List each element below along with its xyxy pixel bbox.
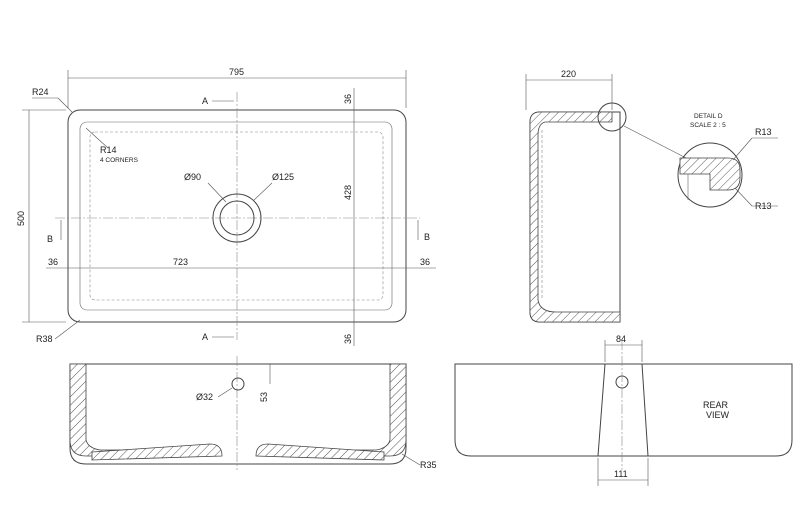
front-section-bottom-left xyxy=(91,443,223,461)
front-section-view: Ø32 53 R35 xyxy=(69,356,437,470)
side-section-hatched-wall xyxy=(529,111,621,323)
overall-width-label: 795 xyxy=(229,67,244,77)
detail-callout-connector xyxy=(623,125,691,161)
rear-view-title-line1: REAR xyxy=(703,400,729,410)
front-section-right-wall xyxy=(355,363,407,457)
overall-height-label: 500 xyxy=(16,211,26,226)
front-section-left-wall xyxy=(69,363,121,457)
corner-radius-bottom-left-label: R38 xyxy=(36,334,53,344)
section-a-top-label: A xyxy=(202,96,208,106)
base-radius-leader xyxy=(401,453,421,466)
front-section-bottom-right xyxy=(255,443,385,461)
inner-corner-leader xyxy=(85,127,109,149)
rim-left-label: 36 xyxy=(48,257,58,267)
depth-label: 220 xyxy=(561,69,576,79)
rim-bottom-label: 36 xyxy=(343,334,353,344)
rim-right-label: 36 xyxy=(420,257,430,267)
detail-d-scale: SCALE 2 : 5 xyxy=(690,122,726,129)
detail-d-hatched-profile xyxy=(679,157,741,191)
detail-radius-bottom-leader-2 xyxy=(734,187,753,207)
rear-view-title-line2: VIEW xyxy=(706,410,730,420)
overflow-offset-label: 53 xyxy=(259,392,269,402)
overflow-diameter-leader xyxy=(217,387,233,398)
waste-hole-leader xyxy=(207,182,227,203)
detail-d-title: DETAIL D xyxy=(694,113,723,120)
top-view-hidden-bowl xyxy=(89,131,384,301)
inner-height-label: 428 xyxy=(343,185,353,200)
corner-radius-top-left-leader-2 xyxy=(57,97,73,113)
corner-radius-top-left-label: R24 xyxy=(32,87,49,97)
rim-top-label: 36 xyxy=(343,94,353,104)
inner-width-label: 723 xyxy=(173,257,188,267)
slot-top-width-label: 84 xyxy=(616,334,626,344)
side-section-view: 220 DETAIL D SCALE 2 : 5 R13 R13 xyxy=(525,69,778,323)
section-b-right-label: B xyxy=(424,232,430,242)
slot-bottom-width-label: 111 xyxy=(614,469,628,479)
side-section-outer xyxy=(529,111,621,323)
waste-recess-circle xyxy=(212,193,262,243)
waste-hole-circle xyxy=(219,200,255,236)
inner-corner-radius-label: R14 xyxy=(100,145,117,155)
waste-recess-leader xyxy=(253,182,273,201)
detail-d-circle xyxy=(677,142,743,208)
section-a-bottom-label: A xyxy=(202,332,208,342)
rear-view: 84 111 REAR VIEW xyxy=(454,334,793,486)
base-radius-label: R35 xyxy=(420,460,437,470)
detail-callout-circle xyxy=(597,102,627,132)
corner-radius-bottom-left-leader xyxy=(54,319,81,340)
inner-corner-note: 4 CORNERS xyxy=(100,157,139,164)
top-view-inner-rim xyxy=(79,121,393,311)
overflow-hole-circle xyxy=(231,377,245,391)
section-b-left-label: B xyxy=(47,234,53,244)
detail-radius-top-leader-2 xyxy=(732,137,753,161)
rear-view-outline xyxy=(454,363,793,457)
waste-recess-diameter-label: Ø125 xyxy=(272,172,294,182)
detail-radius-top-label: R13 xyxy=(755,127,772,137)
overflow-diameter-label: Ø32 xyxy=(196,392,213,402)
top-view: Ø90 Ø125 795 500 R24 R14 4 CORNERS R38 7… xyxy=(16,67,436,346)
front-section-outer xyxy=(69,363,407,465)
waste-hole-diameter-label: Ø90 xyxy=(184,172,201,182)
rear-view-slot xyxy=(597,363,649,457)
